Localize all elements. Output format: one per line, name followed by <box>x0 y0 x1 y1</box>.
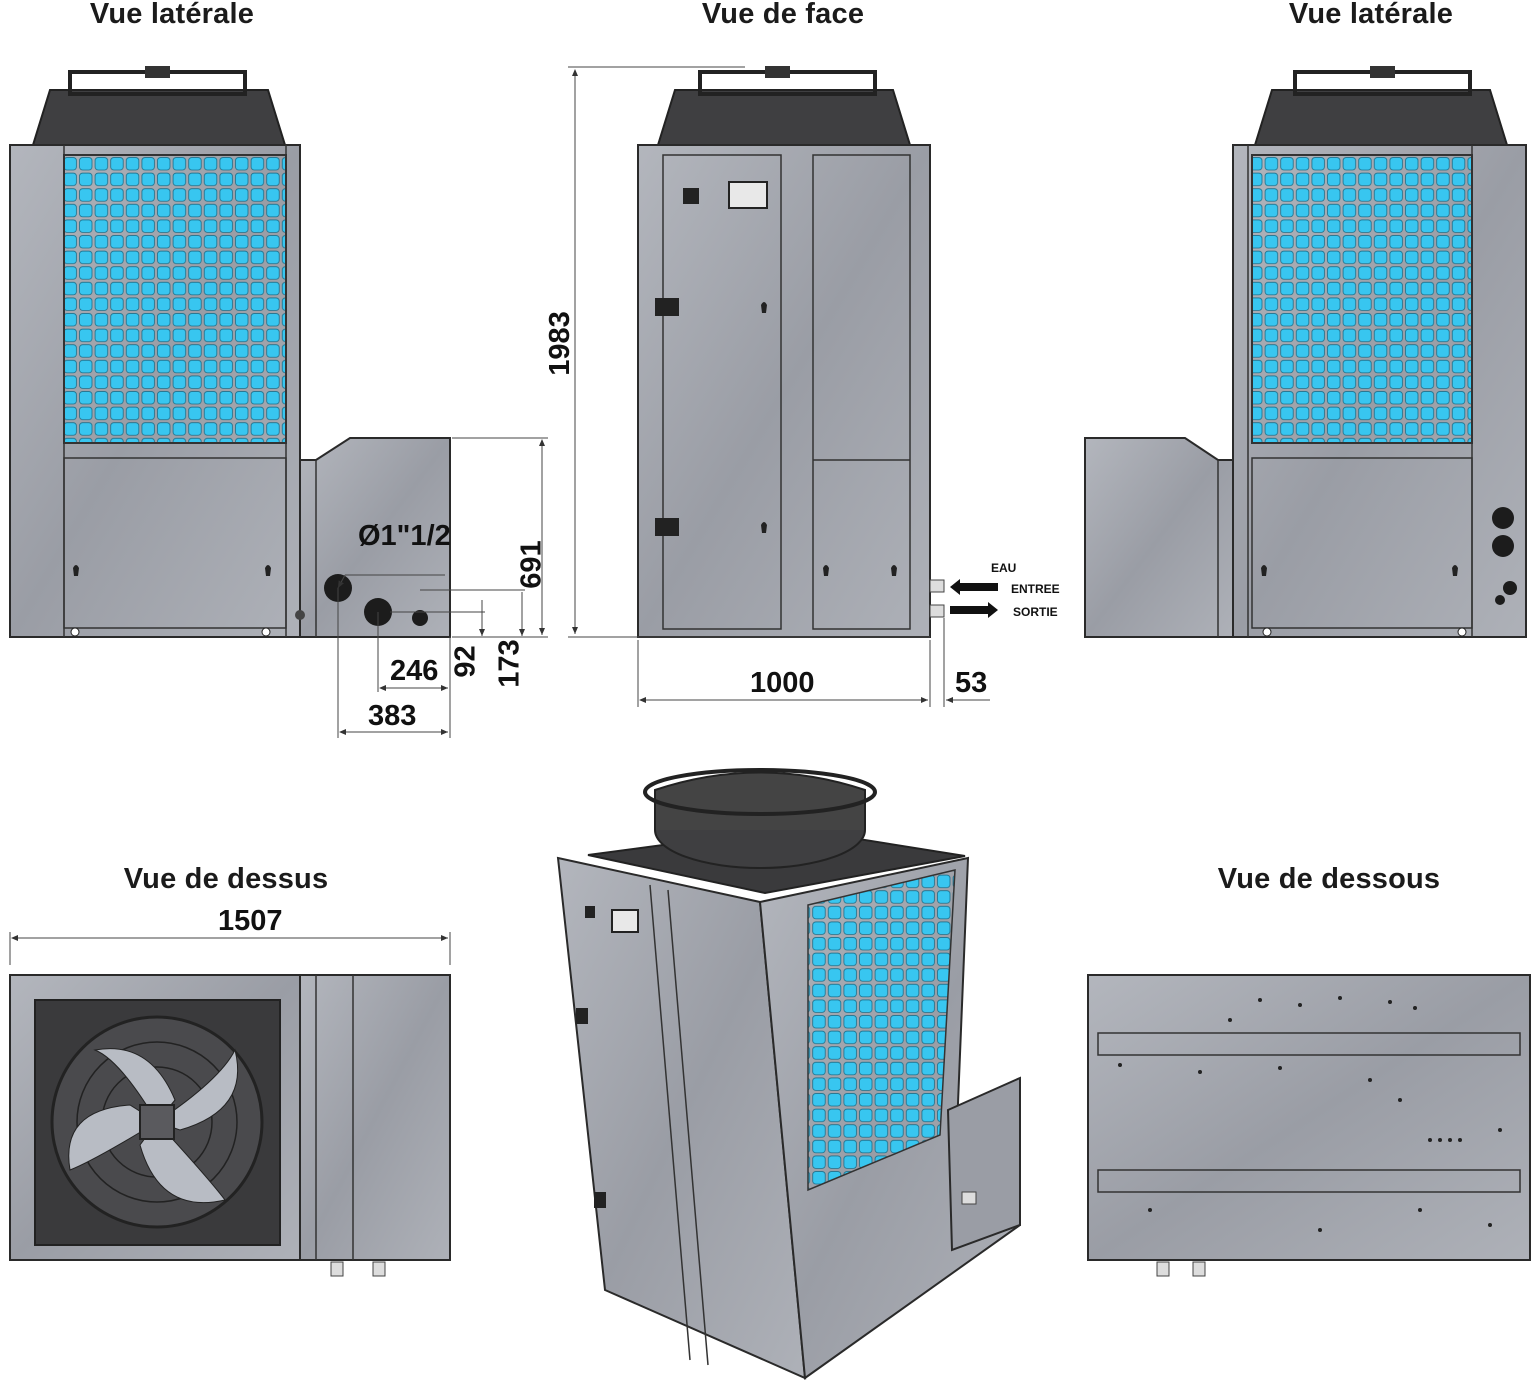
dim-depth: 1507 <box>218 905 283 937</box>
front-view <box>568 66 998 707</box>
fan-housing <box>31 89 287 146</box>
title-side-view-right: Vue latérale <box>1288 0 1454 30</box>
water-inlet-label: ENTREE <box>1011 582 1060 596</box>
dim-pipe-x1: 246 <box>390 655 439 687</box>
water-arrows <box>950 579 998 618</box>
title-bottom-view: Vue de dessous <box>1217 863 1441 895</box>
dim-pipe-diameter: Ø1"1/2 <box>358 520 451 552</box>
side-view-left <box>9 66 548 738</box>
dim-pipe-h1: 92 <box>449 645 482 678</box>
water-label: EAU <box>991 561 1017 575</box>
title-top-view: Vue de dessus <box>123 863 329 895</box>
dim-pipe-h2: 173 <box>493 639 526 688</box>
top-view <box>9 932 451 1277</box>
dim-width: 1000 <box>750 667 815 699</box>
dim-total-height: 1983 <box>543 311 576 376</box>
isometric-view <box>556 768 1021 1380</box>
water-outlet-label: SORTIE <box>1013 605 1058 619</box>
side-view-right <box>1084 66 1527 638</box>
bottom-view <box>1087 974 1531 1277</box>
dim-offset: 53 <box>955 667 988 699</box>
dim-pipe-x2: 383 <box>368 700 417 732</box>
title-front-view: Vue de face <box>701 0 865 30</box>
dim-base-height: 691 <box>515 540 548 589</box>
title-side-view-left: Vue latérale <box>89 0 255 30</box>
